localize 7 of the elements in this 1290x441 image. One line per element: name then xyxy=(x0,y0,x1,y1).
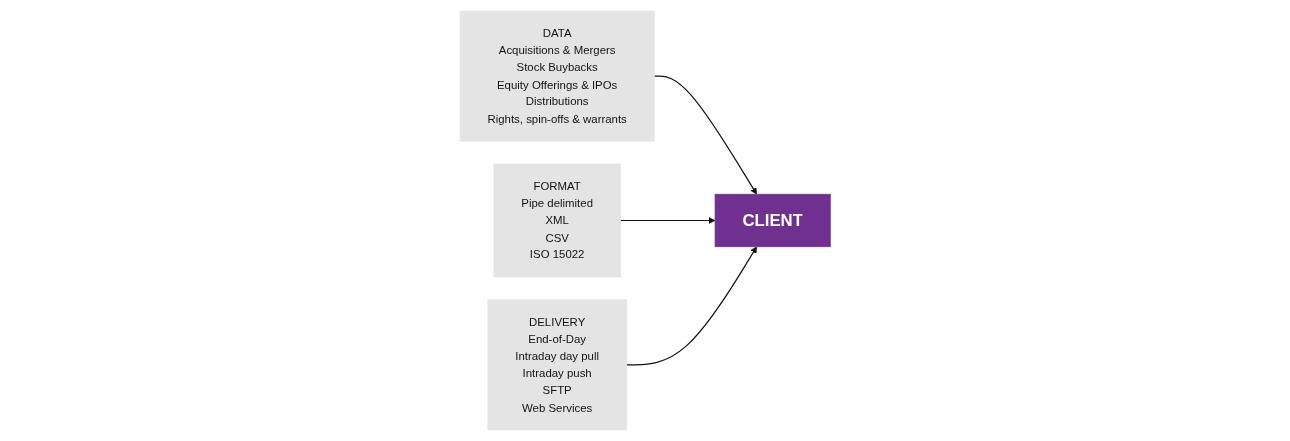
arrow xyxy=(619,217,716,224)
node-box: CLIENT xyxy=(714,193,831,248)
arrow xyxy=(625,246,757,366)
node-box: DELIVERY End-of-Day Intraday day pull Intraday push SFTP Web Services xyxy=(487,299,627,431)
arrow xyxy=(653,75,757,195)
node-box: DATA Acquisitions & Mergers Stock Buybacks Equity Offerings & IPOs Distributions Rights, spin-offs & warrants xyxy=(459,10,655,142)
node-box: FORMAT Pipe delimited XML CSV ISO 15022 xyxy=(493,163,621,278)
